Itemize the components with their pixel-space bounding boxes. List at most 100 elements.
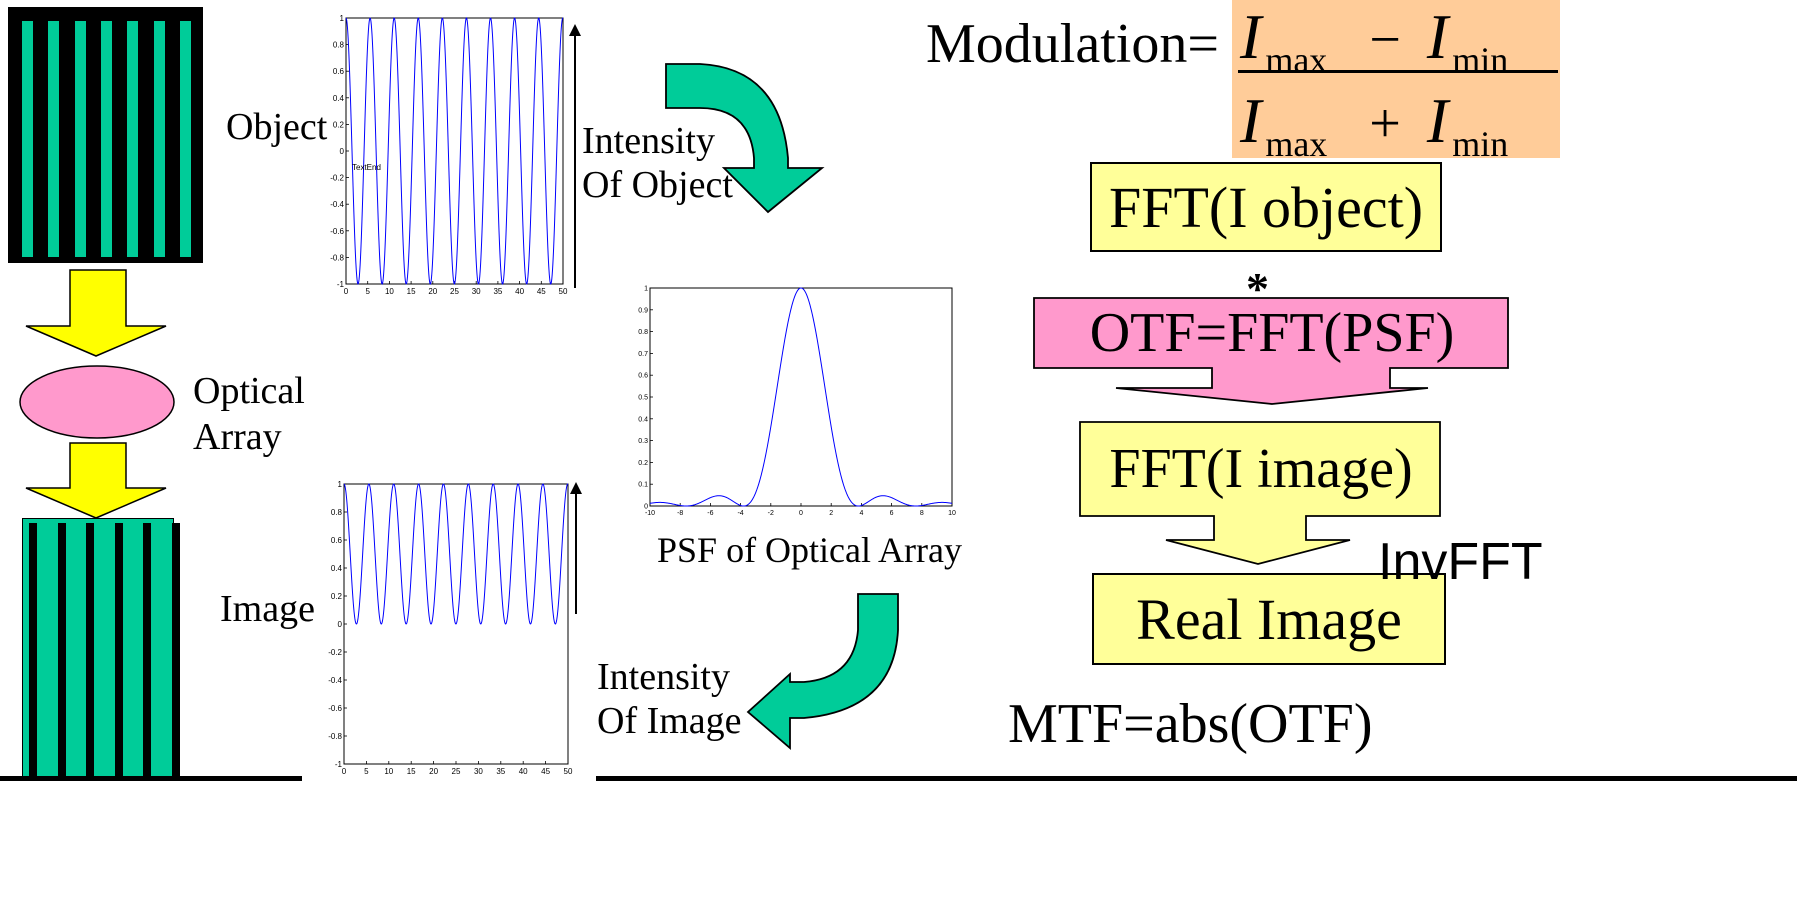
y-tick-label: 0.4 (331, 564, 343, 573)
max-sub-den: max (1265, 124, 1328, 164)
y-tick-label: 0.5 (638, 395, 648, 402)
plot-frame (345, 17, 564, 285)
otf-callout-shape (1033, 297, 1509, 405)
min-sub-den: min (1452, 124, 1509, 164)
x-tick-label: 35 (493, 287, 502, 296)
textend-label: TextEnd (352, 163, 381, 172)
fft-image-callout-shape (1079, 421, 1441, 565)
x-tick-label: 25 (452, 767, 461, 776)
x-tick-label: 50 (564, 767, 573, 776)
x-tick-label: 6 (890, 510, 894, 517)
x-tick-label: 5 (364, 767, 369, 776)
y-tick-label: -0.4 (328, 676, 342, 685)
fraction-bar (1238, 70, 1558, 73)
x-tick-label: -8 (677, 510, 683, 517)
series-line (649, 287, 953, 507)
y-tick-label: 0.6 (331, 536, 343, 545)
image-grating-dark-bar (171, 523, 180, 779)
modulation-prefix: Modulation= (926, 13, 1219, 75)
object-grating-bar (48, 21, 60, 257)
psf-caption: PSF of Optical Array (657, 530, 962, 570)
y-tick-label: 1 (338, 480, 343, 489)
y-tick-label: 0.6 (638, 373, 648, 380)
y-tick-label: -0.6 (330, 227, 344, 236)
object-grating-bar (127, 21, 139, 257)
x-tick-label: 30 (474, 767, 483, 776)
intensity-image-label-line1: Intensity (597, 656, 730, 698)
mtf-label: MTF=abs(OTF) (1008, 693, 1373, 755)
curved-arrow-psf-to-image (746, 593, 899, 750)
y-tick-label: 0.3 (638, 438, 648, 445)
object-grating-bar (74, 21, 86, 257)
bottom-line-left (0, 776, 302, 781)
x-tick-label: 0 (799, 510, 803, 517)
x-tick-label: 2 (829, 510, 833, 517)
x-tick-label: 15 (407, 767, 416, 776)
x-tick-label: -6 (707, 510, 713, 517)
y-tick-label: 0.1 (638, 482, 648, 489)
object-grating-bar (179, 21, 191, 257)
x-tick-label: 50 (559, 287, 568, 296)
x-tick-label: 30 (472, 287, 481, 296)
y-tick-label: 0 (340, 147, 345, 156)
y-tick-label: 0.2 (638, 460, 648, 467)
x-tick-label: 15 (407, 287, 416, 296)
series-line (345, 17, 564, 285)
plot-frame (649, 287, 953, 507)
x-tick-label: 40 (519, 767, 528, 776)
object-grating (8, 7, 203, 263)
minus-sign: − (1369, 9, 1401, 71)
real-image-box: Real Image (1092, 573, 1446, 665)
x-tick-label: 10 (948, 510, 956, 517)
otf-label: OTF=FFT(PSF) (1089, 302, 1455, 364)
modulation-fraction-bg (1232, 0, 1560, 158)
x-tick-label: 10 (384, 767, 393, 776)
y-tick-label: -0.8 (330, 253, 344, 262)
plus-sign: + (1369, 93, 1401, 155)
x-tick-label: 45 (541, 767, 550, 776)
x-tick-label: 0 (344, 287, 349, 296)
optical-array-label-line1: Optical (193, 370, 305, 412)
intensity-image-label-line2: Of Image (597, 700, 742, 742)
object-grating-bar (153, 21, 165, 257)
y-tick-label: -1 (335, 760, 343, 769)
x-tick-label: 0 (342, 767, 347, 776)
x-tick-label: -10 (645, 510, 655, 517)
image-grating-dark-bar (57, 523, 66, 779)
y-tick-label: 1 (644, 286, 648, 293)
y-tick-label: -0.2 (330, 174, 344, 183)
object-label: Object (226, 106, 328, 148)
x-tick-label: 35 (496, 767, 505, 776)
y-tick-label: 0.4 (638, 416, 648, 423)
i-max-num: I (1240, 1, 1262, 72)
i-max-den: I (1240, 85, 1262, 156)
curved-arrow-object-to-psf (665, 63, 825, 214)
x-tick-label: 8 (920, 510, 924, 517)
series-line (343, 483, 569, 625)
object-grating-bar (22, 21, 33, 257)
image-grating (22, 518, 180, 780)
y-tick-label: 0.2 (333, 120, 345, 129)
x-tick-label: 10 (385, 287, 394, 296)
y-tick-label: 0 (644, 504, 648, 511)
i-min-num: I (1426, 1, 1449, 72)
x-tick-label: 4 (859, 510, 863, 517)
down-arrow-2 (25, 442, 167, 519)
x-tick-label: 45 (537, 287, 546, 296)
fft-object-box: FFT(I object) (1090, 162, 1442, 252)
lens-ellipse (19, 365, 175, 439)
image-grating-dark-bar (114, 523, 123, 779)
image-label: Image (220, 588, 315, 630)
fft-image-label: FFT(I image) (1109, 438, 1413, 500)
intensity-object-label-line1: Intensity (582, 120, 715, 162)
down-arrow-1 (25, 269, 167, 357)
y-tick-label: 0.6 (333, 67, 345, 76)
up-arrow-image (570, 482, 582, 614)
min-sub-num: min (1452, 40, 1509, 80)
y-tick-label: -0.4 (330, 200, 344, 209)
